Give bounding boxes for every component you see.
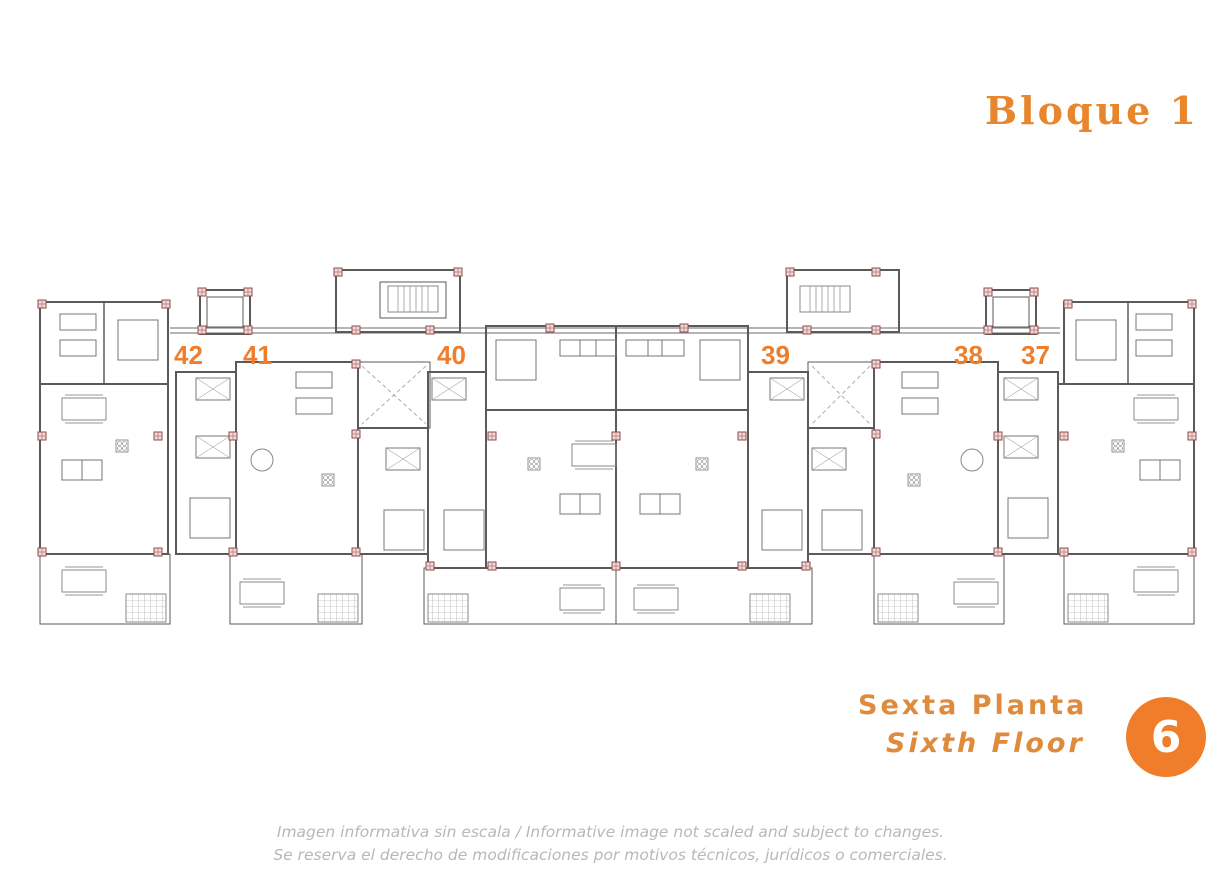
disclaimer-line-2: Se reserva el derecho de modificaciones … [273, 846, 948, 864]
disclaimer: Imagen informativa sin escala / Informat… [0, 821, 1221, 867]
floor-name-spanish: Sexta Planta [858, 690, 1088, 721]
unit-label-38: 38 [954, 340, 983, 370]
block-title: Bloque 1 [985, 88, 1199, 133]
floor-number: 6 [1150, 711, 1182, 763]
unit-label-39: 39 [761, 340, 790, 370]
unit-label-40: 40 [437, 340, 466, 370]
floor-number-badge: 6 [1126, 697, 1206, 777]
floor-name-english: Sixth Floor [886, 728, 1085, 759]
unit-label-41: 41 [243, 340, 272, 370]
unit-label-42: 42 [174, 340, 203, 370]
disclaimer-line-1: Imagen informativa sin escala / Informat… [276, 823, 945, 841]
unit-label-37: 37 [1021, 340, 1050, 370]
